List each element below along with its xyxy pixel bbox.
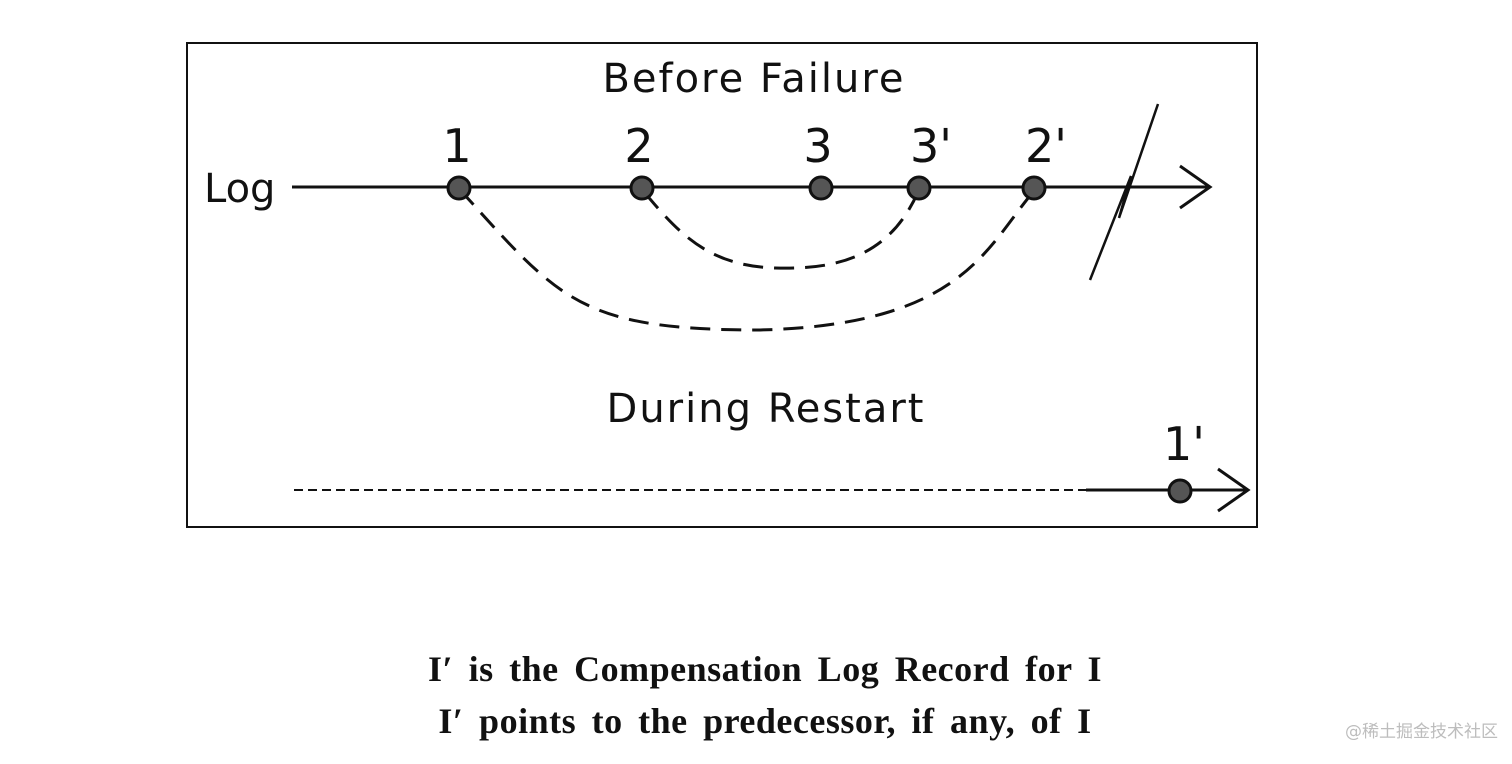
pointer-3c-to-2	[643, 191, 920, 270]
before-failure-title: Before Failure	[602, 56, 905, 102]
record-2-prime-label: 2'	[1025, 119, 1067, 173]
record-2-prime-dot	[1021, 175, 1047, 201]
record-2-label: 2	[624, 119, 653, 173]
caption-line-2: I′ points to the predecessor, if any, of…	[438, 701, 1092, 741]
record-2: 2	[624, 119, 655, 201]
record-3-prime-label: 3'	[910, 119, 952, 173]
record-3-label: 3	[803, 119, 832, 173]
record-2-prime: 2'	[1021, 119, 1067, 201]
during-restart-title: During Restart	[607, 386, 926, 432]
restart-timeline-arrowhead	[1217, 467, 1251, 513]
record-1-prime-dot	[1167, 478, 1193, 504]
record-2-dot	[629, 175, 655, 201]
record-3-prime-dot	[906, 175, 932, 201]
record-3-prime: 3'	[906, 119, 952, 201]
caption-line-1: I′ is the Compensation Log Record for I	[428, 649, 1102, 689]
pointer-2c-to-1	[460, 190, 1035, 332]
record-3-dot	[808, 175, 834, 201]
record-3: 3	[803, 119, 834, 201]
watermark: @稀土掘金技术社区	[1345, 722, 1498, 742]
diagram-frame	[186, 42, 1258, 528]
record-1-prime-label: 1'	[1163, 417, 1205, 471]
lightning-icon	[1088, 103, 1160, 281]
record-1-dot	[446, 175, 472, 201]
log-timeline-arrowhead	[1179, 164, 1213, 210]
record-1-prime: 1'	[1163, 417, 1205, 504]
record-1-label: 1	[442, 119, 471, 173]
record-1: 1	[442, 119, 472, 201]
log-label: Log	[204, 166, 275, 212]
